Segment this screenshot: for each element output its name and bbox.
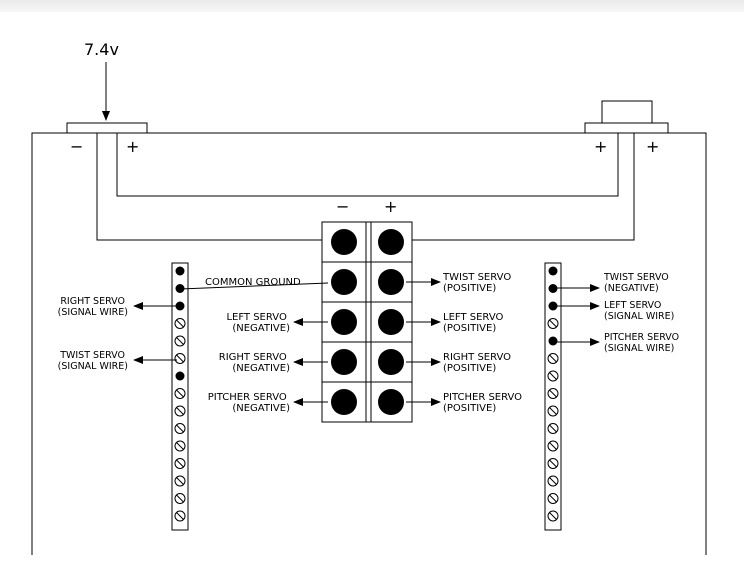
power-input-connector — [66, 122, 148, 134]
right-connector-plus-left: + — [594, 137, 607, 156]
supply-minus-label: − — [70, 137, 83, 156]
window-top-bar — [0, 0, 744, 12]
terminal-screw — [378, 229, 404, 255]
terminal-screw — [331, 269, 357, 295]
terminal-screw — [378, 349, 404, 375]
terminal-screw — [331, 389, 357, 415]
strip-terminal-screw — [174, 335, 186, 347]
pitcher-servo-negative-label: PITCHER SERVO (NEGATIVE) — [208, 392, 290, 414]
twist-servo-positive-label: TWIST SERVO (POSITIVE) — [442, 272, 514, 294]
block-plus-label: + — [384, 197, 397, 216]
strip-terminal-screw — [174, 405, 186, 417]
strip-terminal-connected — [548, 266, 558, 276]
strip-terminal-screw — [547, 423, 559, 434]
strip-terminal-screw — [547, 405, 559, 417]
wire-negative — [96, 133, 322, 241]
right-servo-signal-label: RIGHT SERVO (SIGNAL WIRE) — [58, 296, 128, 318]
right-connector — [584, 122, 669, 134]
strip-terminal-screw — [174, 318, 186, 329]
wire-negative-inner — [116, 133, 619, 197]
strip-terminal-screw — [174, 510, 186, 522]
terminal-screw — [331, 229, 357, 255]
strip-terminal-screw — [174, 423, 186, 434]
common-ground-label: COMMON GROUND — [205, 277, 301, 288]
left-servo-signal-label: LEFT SERVO (SIGNAL WIRE) — [604, 300, 674, 322]
right-servo-positive-label: RIGHT SERVO (POSITIVE) — [443, 352, 514, 374]
block-minus-label: − — [336, 197, 349, 216]
strip-terminal-screw — [174, 475, 186, 487]
strip-terminal-connected — [175, 284, 185, 293]
terminal-screw — [331, 349, 357, 375]
strip-terminal-screw — [547, 510, 559, 522]
strip-terminal-screw — [174, 388, 186, 399]
wire-positive — [412, 133, 635, 241]
strip-terminal-screw — [547, 475, 559, 487]
right-connector-cap — [601, 100, 653, 124]
terminal-screw — [378, 309, 404, 335]
strip-terminal-screw — [547, 318, 559, 329]
twist-servo-negative-label: TWIST SERVO (NEGATIVE) — [603, 272, 672, 294]
strip-terminal-screw — [174, 493, 186, 504]
strip-terminal-screw — [547, 370, 559, 382]
strip-terminal-screw — [174, 353, 186, 364]
enclosure-outline — [31, 132, 707, 555]
supply-voltage-label: 7.4v — [84, 40, 119, 59]
pitcher-servo-positive-label: PITCHER SERVO (POSITIVE) — [443, 392, 525, 414]
strip-terminal-screw — [174, 440, 186, 452]
left-terminal-strip — [171, 262, 189, 531]
strip-terminal-connected — [175, 266, 185, 276]
pitcher-servo-signal-label: PITCHER SERVO (SIGNAL WIRE) — [604, 332, 682, 354]
left-strip-terminals — [174, 266, 186, 522]
strip-terminal-connected — [548, 284, 558, 293]
right-terminal-strip — [544, 262, 562, 531]
strip-terminal-screw — [547, 353, 559, 364]
terminal-screw — [378, 269, 404, 295]
strip-terminal-screw — [547, 458, 559, 469]
strip-terminal-connected — [548, 301, 558, 311]
strip-terminal-screw — [547, 388, 559, 399]
strip-terminal-connected — [548, 336, 558, 346]
supply-plus-label: + — [126, 137, 139, 156]
strip-terminal-connected — [175, 371, 185, 381]
right-connector-plus-right: + — [646, 137, 659, 156]
left-servo-negative-label: LEFT SERVO (NEGATIVE) — [226, 312, 290, 334]
strip-terminal-screw — [547, 440, 559, 452]
common-ground-wire — [179, 282, 329, 290]
terminal-screw — [331, 309, 357, 335]
strip-terminal-connected — [175, 301, 185, 311]
right-strip-terminals — [547, 266, 559, 522]
right-servo-negative-label: RIGHT SERVO (NEGATIVE) — [219, 352, 290, 374]
twist-servo-signal-label: TWIST SERVO (SIGNAL WIRE) — [58, 350, 128, 372]
strip-terminal-screw — [547, 493, 559, 504]
strip-terminal-screw — [174, 458, 186, 469]
terminal-screw — [378, 389, 404, 415]
left-servo-positive-label: LEFT SERVO (POSITIVE) — [443, 312, 507, 334]
